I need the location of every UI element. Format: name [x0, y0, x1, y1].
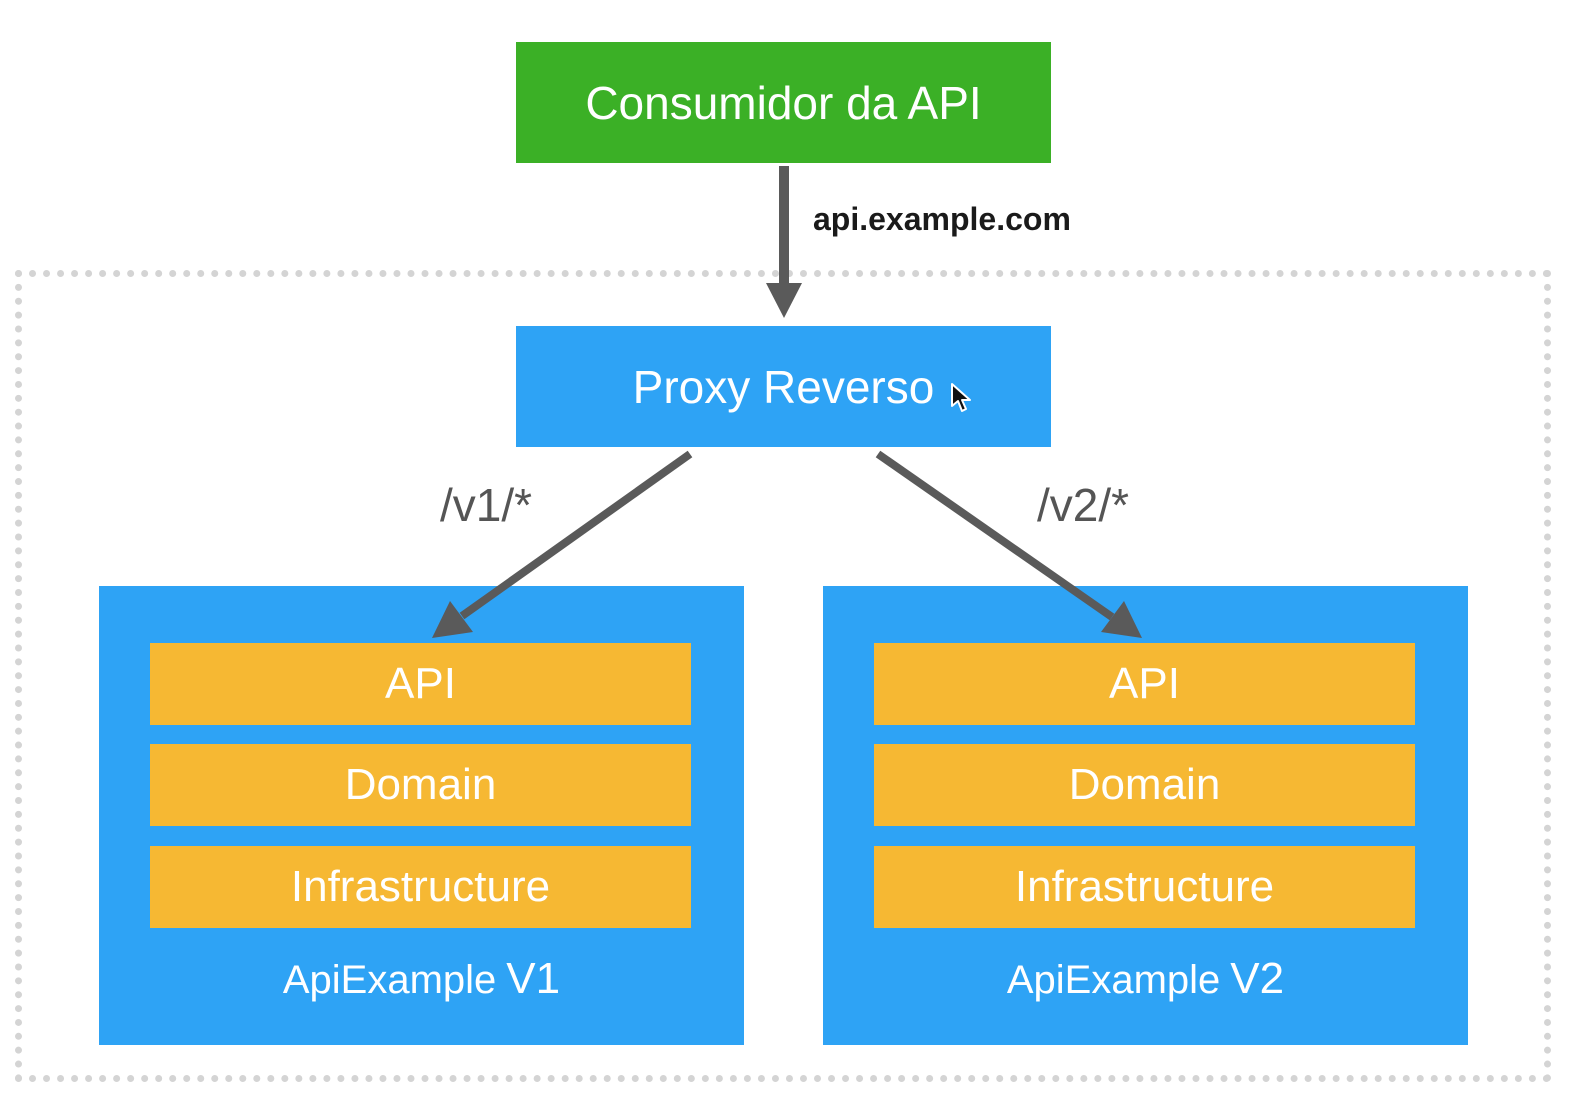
layer-infrastructure-v1-label: Infrastructure: [290, 862, 551, 911]
layer-domain-v1: Domain: [150, 744, 691, 826]
layer-api-v1-label: API: [385, 659, 456, 708]
service-v1-name: ApiExample: [282, 958, 497, 1002]
api-consumer-node: Consumidor da API: [516, 42, 1051, 163]
consumer-edge-label: api.example.com: [813, 201, 1071, 237]
mouse-pointer-icon: [951, 383, 971, 412]
service-v2-version: V2: [1230, 954, 1285, 1003]
layer-api-v2: API: [874, 643, 1415, 725]
reverse-proxy-label: Proxy Reverso: [632, 360, 935, 413]
layer-infrastructure-v1: Infrastructure: [150, 846, 691, 928]
route-label-v1: /v1/*: [440, 479, 533, 531]
arrow-proxy-to-v2: [875, 450, 1142, 638]
layer-api-v2-label: API: [1109, 659, 1180, 708]
layer-infrastructure-v2-label: Infrastructure: [1014, 862, 1275, 911]
api-consumer-label: Consumidor da API: [585, 76, 982, 129]
route-label-v2: /v2/*: [1037, 479, 1130, 531]
service-v1-version: V1: [506, 954, 561, 1003]
reverse-proxy-node: Proxy Reverso: [516, 326, 1051, 447]
service-v2-name: ApiExample: [1006, 958, 1221, 1002]
layer-domain-v2-label: Domain: [1068, 760, 1221, 809]
arrow-consumer-to-proxy: [766, 166, 802, 318]
layer-api-v1: API: [150, 643, 691, 725]
layer-domain-v1-label: Domain: [344, 760, 497, 809]
layer-domain-v2: Domain: [874, 744, 1415, 826]
layer-infrastructure-v2: Infrastructure: [874, 846, 1415, 928]
arrow-proxy-to-v1: [432, 450, 693, 638]
